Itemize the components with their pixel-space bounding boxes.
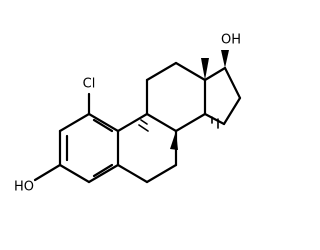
bond-d1 <box>203 66 227 82</box>
phenol-hydroxyl-label: HO <box>14 180 34 195</box>
bond-b4 <box>145 163 178 184</box>
oh-wedge <box>221 50 229 68</box>
bond-a3 <box>87 112 120 133</box>
c9-hash <box>138 119 149 132</box>
bond-c-ho <box>33 163 62 182</box>
bond-b5 <box>116 163 149 184</box>
chlorine-label: Cl <box>83 77 96 92</box>
bond-c2 <box>145 61 178 82</box>
molecular-structure: Cl HO OH <box>14 33 242 195</box>
bond-c3 <box>174 61 207 82</box>
bond-b1 <box>116 112 149 133</box>
methyl-wedge <box>201 58 209 80</box>
alcohol-hydroxyl-label: OH <box>221 33 241 48</box>
bond-a-double-3 <box>92 163 114 178</box>
bond-d4 <box>203 112 226 126</box>
bond-b2 <box>145 112 178 133</box>
bond-a5 <box>87 163 120 184</box>
c14-hash <box>211 116 219 129</box>
bond-a2 <box>58 112 91 133</box>
bond-a-double-2 <box>92 118 114 133</box>
bond-d3 <box>222 96 242 126</box>
bond-a6 <box>58 163 91 184</box>
bond-c5 <box>174 112 207 133</box>
c8-wedge <box>170 131 178 150</box>
bond-d2 <box>223 66 242 100</box>
